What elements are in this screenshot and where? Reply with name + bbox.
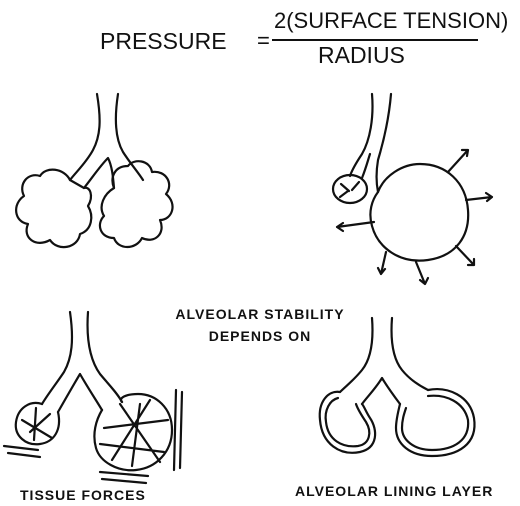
small-alveolus (333, 175, 367, 203)
lobular-alveolus-right (100, 161, 173, 247)
airway-wall-left-3 (42, 312, 72, 404)
airway-fork-4 (362, 378, 400, 404)
tissue-strands-small (22, 408, 52, 440)
tissue-line-bottom (100, 472, 148, 483)
large-alveolus (370, 164, 468, 261)
lined-alveolus-right-outer (396, 389, 475, 456)
airway-wall-right-4 (391, 318, 428, 390)
airway-fork (84, 158, 114, 188)
airway-wall-left-4 (340, 318, 373, 392)
tissue-line-left (4, 446, 40, 457)
lobular-alveoli-illustration (16, 94, 172, 247)
airway-fork-3 (58, 374, 102, 412)
airway-branch (362, 154, 370, 178)
inward-arrows (340, 182, 359, 197)
tissue-forces-illustration (4, 312, 182, 483)
tissue-line-right (174, 390, 182, 470)
lined-alveolus-right-inner (402, 396, 468, 450)
airway-wall-right-3 (88, 312, 123, 402)
lining-layer-illustration (320, 318, 475, 456)
lobular-alveolus-left (16, 170, 91, 248)
airway-wall-left (70, 94, 100, 180)
tissue-strands-large (100, 400, 168, 466)
unequal-alveoli-illustration (333, 94, 492, 284)
airway-wall-left-2 (350, 94, 373, 176)
